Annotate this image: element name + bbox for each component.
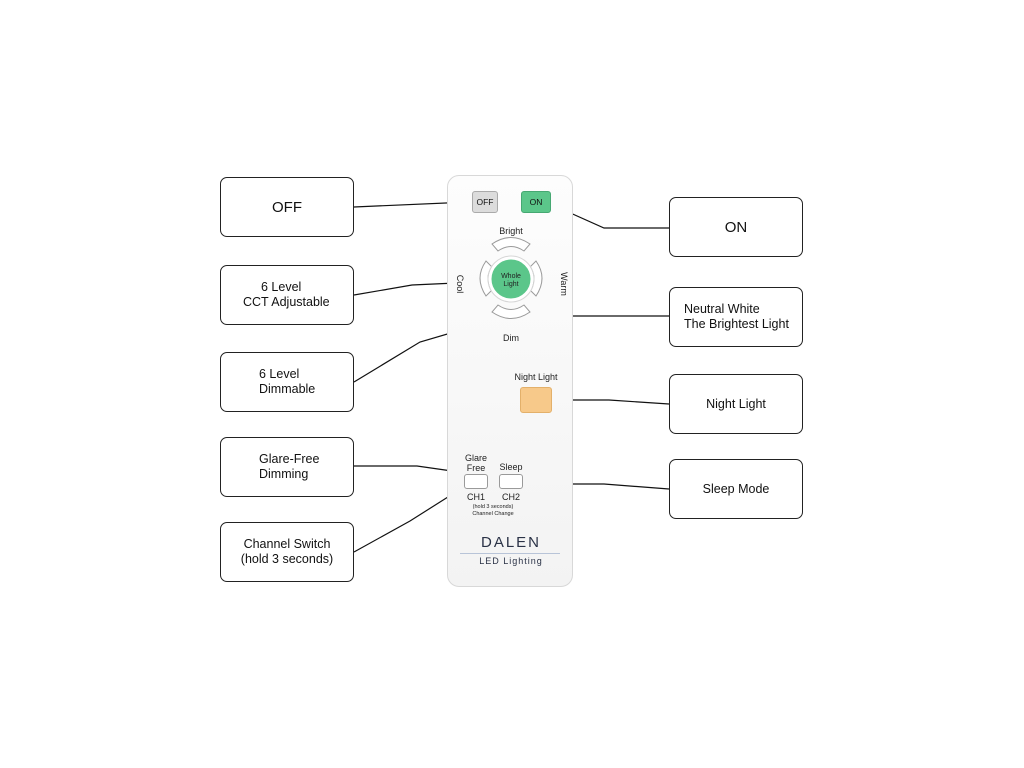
callout-sleep: Sleep Mode	[669, 459, 803, 519]
bright-arc-button	[491, 237, 531, 252]
brand-subtitle: LED Lighting	[479, 556, 543, 566]
callout-on-text: ON	[724, 218, 748, 236]
bright-label: Bright	[499, 226, 523, 236]
glare-free-ch1-button[interactable]	[464, 474, 488, 489]
callout-dimmable-line1: 6 Level	[259, 367, 300, 381]
on-button-label: ON	[529, 197, 543, 207]
arrow-channel	[353, 489, 460, 553]
warm-label-text: Warm	[559, 272, 569, 296]
off-button-label: OFF	[476, 197, 494, 207]
remote-control: OFF ON Bright Cool Warm Whole Light Dim …	[447, 175, 573, 587]
callout-cct-line1: 6 Level	[261, 280, 302, 294]
whole-light-label: Whole Light	[493, 273, 529, 289]
callout-night: Night Light	[669, 374, 803, 434]
brand-logo: DALEN	[480, 534, 542, 551]
brand-divider	[460, 553, 560, 554]
callout-off-text: OFF	[272, 198, 302, 216]
on-button[interactable]: ON	[521, 191, 551, 213]
arrow-on	[556, 206, 669, 229]
off-button[interactable]: OFF	[472, 191, 498, 213]
arrow-night	[560, 395, 670, 405]
callout-cct: 6 Level CCT Adjustable	[220, 265, 354, 325]
arrow-glare	[354, 465, 460, 476]
sleep-ch2-button[interactable]	[499, 474, 523, 489]
callout-sleep-text: Sleep Mode	[702, 481, 770, 496]
callout-channel: Channel Switch (hold 3 seconds)	[220, 522, 354, 582]
hold-note-line1: (hold 3 seconds)	[472, 504, 514, 510]
dim-label: Dim	[503, 333, 519, 343]
callout-off: OFF	[220, 177, 354, 237]
callout-glare: Glare-Free Dimming	[220, 437, 354, 497]
direction-pad	[479, 237, 543, 319]
cool-label-text: Cool	[455, 274, 465, 294]
callout-channel-line2: (hold 3 seconds)	[240, 552, 334, 566]
night-light-button[interactable]	[520, 387, 552, 413]
callout-dimmable-line2: Dimmable	[259, 382, 316, 396]
callout-neutral-line2: The Brightest Light	[684, 317, 789, 331]
dim-arc-button	[491, 304, 531, 319]
arrow-cct	[353, 279, 457, 296]
callout-glare-line2: Dimming	[259, 467, 309, 481]
glare-free-label: Glare Free	[461, 453, 491, 473]
whole-light-line2: Light	[503, 281, 519, 288]
callout-channel-line1: Channel Switch	[243, 537, 331, 551]
callout-neutral: Neutral White The Brightest Light	[669, 287, 803, 347]
callout-on: ON	[669, 197, 803, 257]
whole-light-line1: Whole	[501, 273, 521, 280]
sleep-label: Sleep	[499, 462, 523, 472]
night-light-label: Night Light	[514, 372, 558, 382]
hold-note-line2: Channel Change	[472, 510, 514, 517]
glare-free-line1: Glare	[464, 453, 487, 463]
callout-glare-line1: Glare-Free	[259, 452, 320, 466]
callout-night-text: Night Light	[706, 396, 766, 411]
callout-neutral-line1: Neutral White	[684, 302, 760, 316]
hold-note: (hold 3 seconds) Channel Change	[458, 504, 528, 517]
ch2-label: CH2	[501, 492, 520, 502]
cool-label: Cool	[455, 272, 465, 296]
warm-label: Warm	[559, 270, 569, 298]
whole-light-button	[488, 256, 534, 302]
glare-free-line2: Free	[466, 463, 486, 473]
callout-cct-line2: CCT Adjustable	[243, 295, 330, 309]
ch1-label: CH1	[466, 492, 485, 502]
callout-dimmable: 6 Level Dimmable	[220, 352, 354, 412]
